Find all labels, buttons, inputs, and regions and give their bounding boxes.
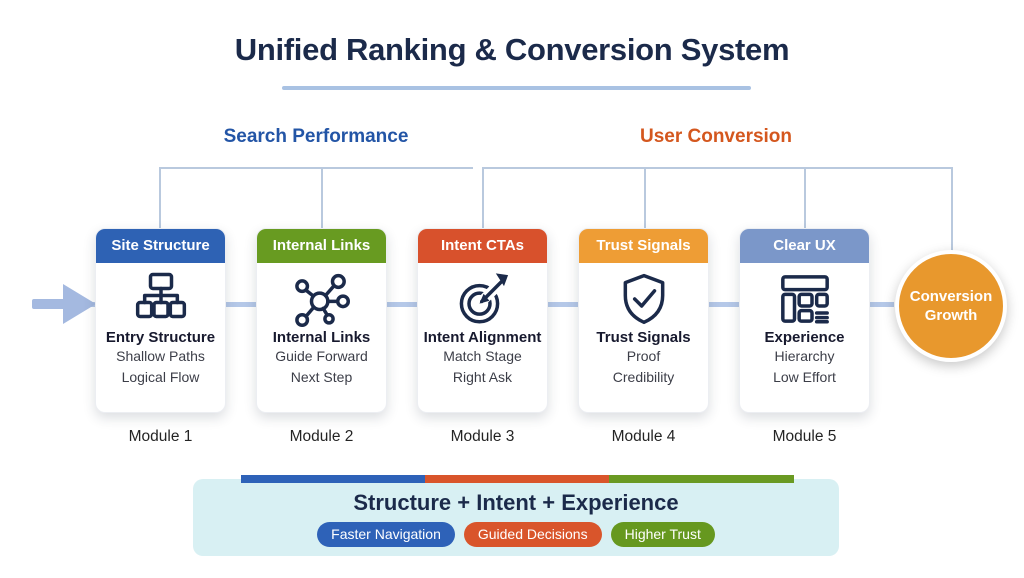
module-caption-4: Module 4: [611, 428, 676, 445]
summary-banner: Structure + Intent + Experience Faster N…: [193, 479, 839, 556]
bar-segment-orange: [425, 475, 609, 483]
bracket-drop-1: [159, 167, 161, 229]
tri-color-bar: [241, 475, 794, 483]
bracket-drop-5: [804, 167, 806, 229]
bar-segment-blue: [241, 475, 425, 483]
bracket-drop-result: [951, 167, 953, 254]
module-caption-5: Module 5: [772, 428, 837, 445]
card-header: Intent CTAs: [418, 229, 547, 263]
page-title: Unified Ranking & Conversion System: [234, 32, 790, 67]
summary-title: Structure + Intent + Experience: [353, 490, 679, 515]
section-label-user-conversion: User Conversion: [639, 126, 793, 147]
card-title: Intent Alignment: [423, 329, 542, 346]
module-card-internal-links: Internal Links Internal Links Guide Forw…: [256, 228, 387, 413]
module-card-clear-ux: Clear UX Experience Hierarchy Low Effort: [739, 228, 870, 413]
card-title: Entry Structure: [105, 329, 216, 346]
bracket-line-conversion: [483, 167, 953, 169]
shield-check-icon: [623, 273, 664, 325]
card-line: Credibility: [612, 369, 675, 385]
network-icon: [294, 273, 350, 327]
bracket-drop-4: [644, 167, 646, 229]
pill-higher-trust: Higher Trust: [610, 522, 715, 547]
bar-segment-green: [609, 475, 794, 483]
section-label-search-performance: Search Performance: [223, 126, 409, 147]
card-line: Next Step: [290, 369, 353, 385]
bracket-line-search: [160, 167, 473, 169]
card-title: Trust Signals: [596, 329, 691, 346]
flow-arrow-shaft: [32, 299, 66, 309]
pill-row: Faster Navigation Guided Decisions Highe…: [193, 522, 839, 547]
card-header: Clear UX: [740, 229, 869, 263]
module-caption-1: Module 1: [128, 428, 193, 445]
module-caption-2: Module 2: [289, 428, 354, 445]
card-line: Shallow Paths: [116, 348, 205, 364]
pill-guided-decisions: Guided Decisions: [463, 522, 602, 547]
card-line: Proof: [626, 348, 661, 364]
result-label-line: Conversion: [909, 288, 993, 305]
card-line: Match Stage: [443, 348, 522, 364]
card-header: Trust Signals: [579, 229, 708, 263]
title-underline: [282, 86, 751, 90]
target-arrow-icon: [459, 273, 509, 324]
card-line: Hierarchy: [774, 348, 835, 364]
card-line: Low Effort: [773, 369, 836, 385]
module-card-intent-ctas: Intent CTAs Intent Alignment Match Stage…: [417, 228, 548, 413]
card-header: Internal Links: [257, 229, 386, 263]
flow-arrow-icon: [63, 284, 96, 324]
layout-icon: [780, 275, 829, 324]
card-line: Logical Flow: [121, 369, 200, 385]
module-card-trust-signals: Trust Signals Trust Signals Proof Credib…: [578, 228, 709, 413]
sitemap-icon: [135, 272, 186, 319]
card-header: Site Structure: [96, 229, 225, 263]
bracket-drop-2: [321, 167, 323, 229]
card-title: Internal Links: [272, 329, 371, 346]
module-caption-3: Module 3: [450, 428, 515, 445]
card-line: Right Ask: [452, 369, 513, 385]
pill-faster-navigation: Faster Navigation: [317, 522, 455, 547]
conversion-growth-badge: Conversion Growth: [895, 250, 1007, 362]
bracket-drop-3: [482, 167, 484, 229]
result-label-line: Growth: [924, 307, 978, 324]
card-line: Guide Forward: [275, 348, 368, 364]
module-card-site-structure: Site Structure Entry Structure Shallow P…: [95, 228, 226, 413]
card-title: Experience: [764, 329, 845, 346]
